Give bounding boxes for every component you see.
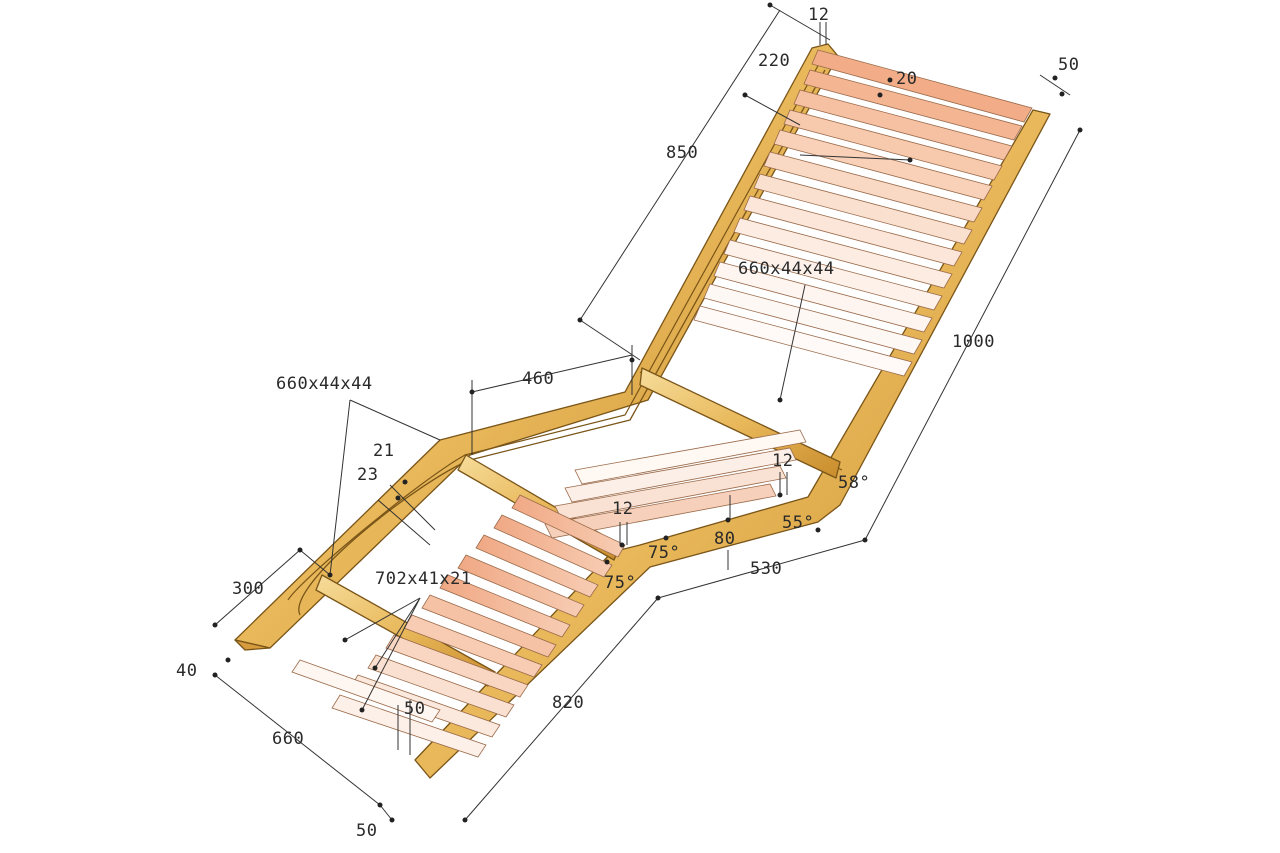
dim-80: 80	[714, 529, 735, 549]
dim-12-top: 12	[808, 5, 829, 25]
dim-20: 20	[896, 69, 917, 89]
dim-50-leg: 50	[404, 699, 425, 719]
dim-75-degree-b: 75°	[604, 573, 636, 593]
dim-702x41x21: 702x41x21	[375, 569, 472, 589]
dim-820: 820	[552, 693, 584, 713]
dim-75-degree-a: 75°	[648, 543, 680, 563]
left-frame-rail	[234, 43, 839, 651]
dim-40: 40	[176, 661, 197, 681]
dim-12-mid: 12	[612, 499, 633, 519]
dim-50-top: 50	[1058, 55, 1079, 75]
dim-12-seat: 12	[772, 451, 793, 471]
dim-23: 23	[357, 465, 378, 485]
backrest-slats	[693, 49, 1033, 377]
dim-300: 300	[232, 579, 264, 599]
dimension-lines	[214, 4, 1081, 821]
dim-660x44x44-front: 660x44x44	[276, 374, 373, 394]
dim-1000: 1000	[952, 332, 995, 352]
dim-660: 660	[272, 729, 304, 749]
dim-850: 850	[666, 143, 698, 163]
dim-50-bottom: 50	[356, 821, 377, 841]
dim-55-degree: 55°	[782, 513, 814, 533]
dim-58-degree: 58°	[838, 473, 870, 493]
dim-660x44x44-back: 660x44x44	[738, 259, 835, 279]
dim-21: 21	[373, 441, 394, 461]
dim-530: 530	[750, 559, 782, 579]
leg-slats	[291, 494, 626, 758]
dimension-dots	[212, 2, 1083, 823]
dim-220: 220	[758, 51, 790, 71]
seat-slats	[544, 429, 807, 539]
dim-460: 460	[522, 369, 554, 389]
dimension-labels: 12 220 20 50 850 660x44x44 1000 460 660x…	[176, 5, 1079, 841]
